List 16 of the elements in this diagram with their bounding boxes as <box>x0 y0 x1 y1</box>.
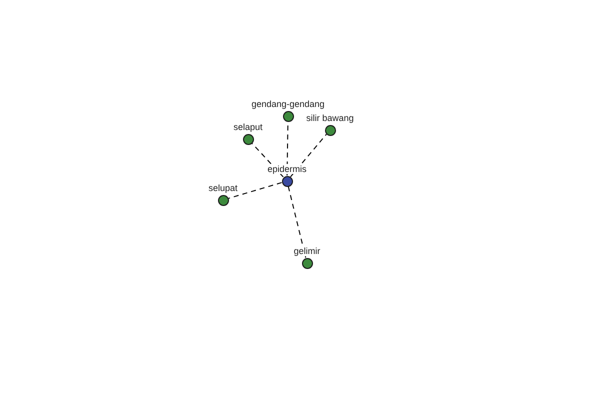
node-circle <box>242 134 254 144</box>
node-circle <box>302 258 312 268</box>
node-circle <box>218 194 228 206</box>
connector-line <box>288 186 306 258</box>
node-label: silir bawang <box>306 112 354 122</box>
node-circle <box>324 124 336 136</box>
node-circle <box>282 110 294 122</box>
node-circle <box>282 176 292 186</box>
connector-line <box>228 182 282 199</box>
node-label: selupat <box>208 182 238 192</box>
connector-line <box>251 142 284 178</box>
connector-line <box>290 134 327 178</box>
node-label: selaput <box>233 122 263 132</box>
node-label: gelimir <box>294 246 320 256</box>
node-label: epidermis <box>268 164 306 174</box>
node-label: gendang-gendang <box>251 98 325 108</box>
